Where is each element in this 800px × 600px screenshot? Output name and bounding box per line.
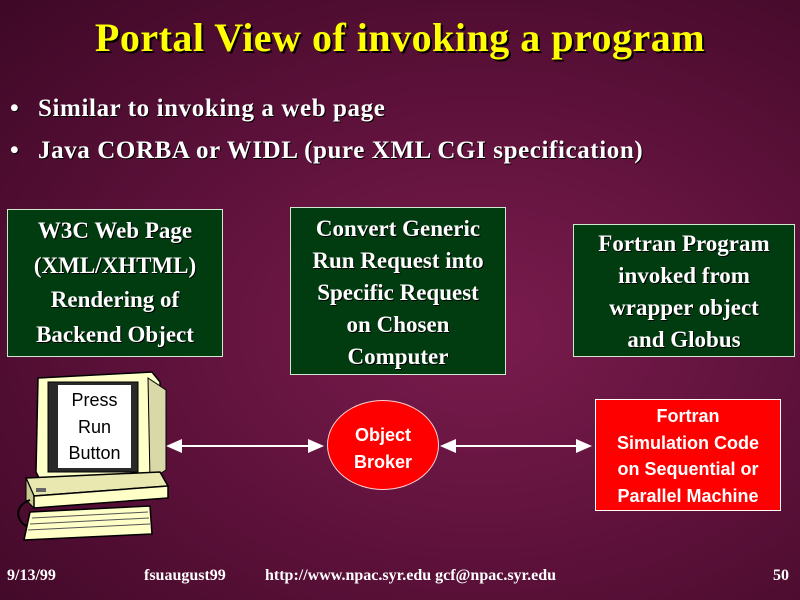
box-line: Rendering of [50,287,180,312]
box-line: on Sequential or [617,459,759,479]
bullet-item: •Java CORBA or WIDL (pure XML CGI specif… [10,137,643,179]
convert-request-box: Convert Generic Run Request into Specifi… [290,207,506,375]
web-page-box: W3C Web Page (XML/XHTML) Rendering of Ba… [7,209,223,357]
fortran-simulation-box: Fortran Simulation Code on Sequential or… [595,399,781,511]
box-line: Fortran Program [598,231,770,256]
box-line: Fortran [656,406,720,426]
box-line: on Chosen [346,312,450,337]
bullet-text: Java CORBA or WIDL (pure XML CGI specifi… [38,137,644,164]
bullet-list: •Similar to invoking a web page •Java CO… [10,95,643,179]
box-line: Computer [347,344,449,369]
box-line: Parallel Machine [617,485,759,506]
slide-title: Portal View of invoking a program [94,15,706,60]
press-run-line: Button [68,443,121,463]
object-broker-ellipse: Object Broker [327,400,439,490]
bullet-item: •Similar to invoking a web page [10,95,643,137]
broker-line: Broker [353,452,413,472]
box-line: Simulation Code [616,432,759,453]
box-line: and Globus [627,327,741,352]
footer-contact: http://www.npac.syr.edu gcf@npac.syr.edu [265,567,557,584]
bullet-text: Similar to invoking a web page [38,95,386,122]
footer-date: 9/13/99 [7,567,56,584]
arrow-broker-fortran [440,439,592,453]
arrow-computer-broker [166,439,324,453]
box-line: W3C Web Page [37,218,193,243]
footer-page-number: 50 [773,567,789,584]
fortran-program-box: Fortran Program invoked from wrapper obj… [573,224,795,357]
press-run-line: Press [71,390,118,410]
press-run-button[interactable]: Press Run Button [58,385,131,468]
box-line: Specific Request [317,280,479,305]
box-line: Run Request into [312,248,484,273]
broker-line: Object [354,425,411,445]
box-line: wrapper object [609,295,759,320]
box-line: Convert Generic [315,216,481,241]
box-line: Backend Object [36,321,194,347]
box-line: (XML/XHTML) [33,252,197,278]
press-run-line: Run [77,416,112,437]
footer-code: fsuaugust99 [144,567,226,584]
box-line: invoked from [618,263,750,288]
